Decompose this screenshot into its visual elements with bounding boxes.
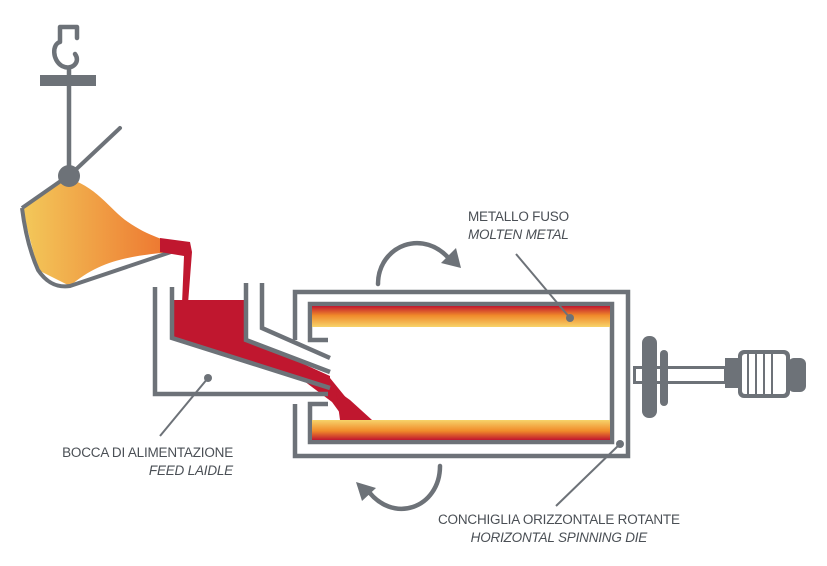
- ladle-handle: [67, 126, 122, 178]
- callout-feed-ladle: [159, 374, 212, 437]
- curved-arrow-icon: [375, 241, 461, 287]
- label-feed-ladle-en: FEED LAIDLE: [148, 463, 233, 478]
- hook-icon: [52, 24, 80, 70]
- label-molten-metal-it: METALLO FUSO: [468, 209, 569, 224]
- ladle-pivot: [58, 165, 80, 187]
- pouring-ladle: [20, 165, 190, 289]
- label-molten-metal-en: MOLTEN METAL: [468, 227, 569, 242]
- label-spinning-die-it: CONCHIGLIA ORIZZONTALE ROTANTE: [438, 512, 680, 527]
- label-spinning-die-en: HORIZONTAL SPINNING DIE: [470, 530, 648, 545]
- molten-layer-bottom: [312, 420, 610, 440]
- label-spinning-die: CONCHIGLIA ORIZZONTALE ROTANTE HORIZONTA…: [438, 511, 680, 547]
- label-molten-metal: METALLO FUSO MOLTEN METAL: [468, 208, 569, 244]
- spinning-die: [292, 289, 631, 459]
- callout-molten-metal: [515, 253, 574, 322]
- pour-stream: [160, 238, 192, 304]
- molten-layer-top: [312, 306, 610, 327]
- label-feed-ladle: BOCCA DI ALIMENTAZIONE FEED LAIDLE: [62, 444, 233, 480]
- electric-motor-icon: [633, 336, 806, 418]
- curved-arrow-icon: [356, 463, 443, 511]
- callout-spinning-die: [555, 440, 624, 507]
- label-feed-ladle-it: BOCCA DI ALIMENTAZIONE: [62, 445, 233, 460]
